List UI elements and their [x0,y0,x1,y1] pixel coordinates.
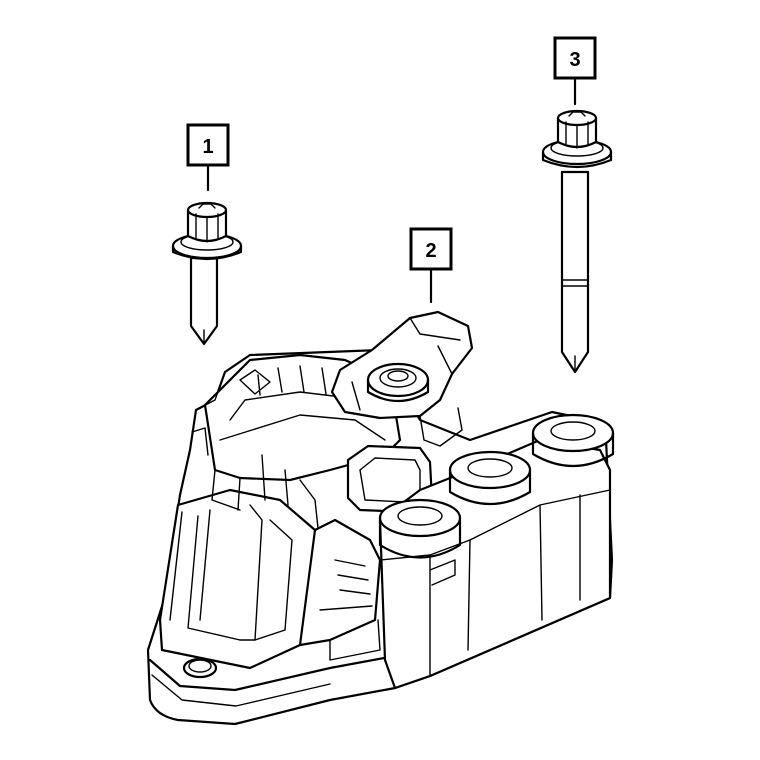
callout-3-box [553,36,597,80]
callout-1[interactable]: 1 [186,123,230,192]
bolt-short [171,201,243,346]
callout-2[interactable]: 2 [409,227,453,304]
callout-2-label: 2 [425,240,436,262]
callout-3-label: 3 [569,49,580,71]
bolt-long [541,109,613,374]
callout-1-label: 1 [202,136,213,158]
callout-2-box [409,227,453,271]
transmission-mount [146,310,615,726]
callout-3[interactable]: 3 [553,36,597,106]
